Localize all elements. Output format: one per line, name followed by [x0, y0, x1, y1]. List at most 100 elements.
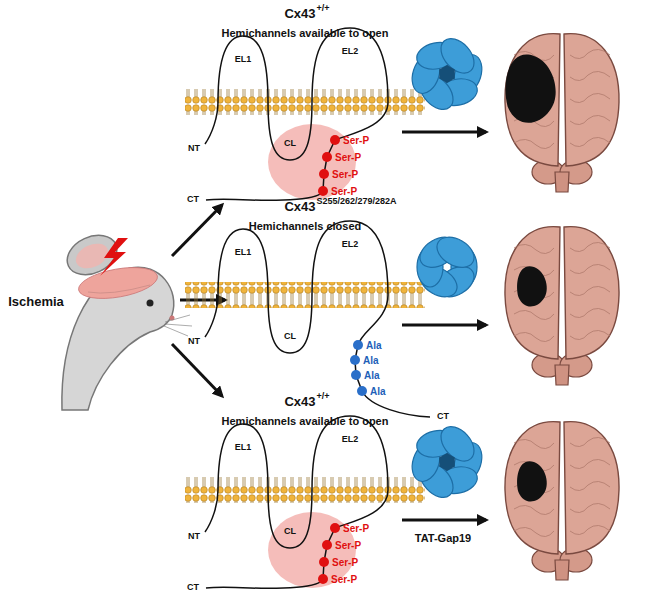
- label: CL: [284, 332, 296, 342]
- brainstem: [555, 365, 569, 385]
- phosphoserine-dot: [322, 540, 332, 550]
- gyrus: [514, 139, 554, 148]
- gyri: [514, 242, 610, 341]
- infarct: [505, 55, 555, 123]
- gyrus: [514, 505, 554, 514]
- label: Ala: [366, 340, 382, 351]
- label: CL: [284, 139, 296, 149]
- label: Ser-P: [331, 186, 357, 197]
- alanine-dot: [357, 386, 367, 396]
- connexon-icon: [415, 231, 480, 303]
- gyrus: [514, 527, 554, 536]
- result-arrow: [402, 324, 486, 327]
- label: NT: [188, 532, 200, 542]
- label: Ala: [364, 370, 380, 381]
- label: EL2: [342, 240, 359, 250]
- gyrus: [514, 439, 554, 448]
- phosphoserine-dot: [330, 135, 340, 145]
- label: Ser-P: [331, 574, 357, 585]
- label: TAT-Gap19: [415, 532, 471, 544]
- gyrus: [570, 71, 610, 80]
- connexin-subunit: [432, 231, 480, 274]
- label: S255/262/279/282A: [317, 197, 397, 207]
- membrane: [185, 477, 425, 503]
- label: NT: [188, 144, 200, 154]
- label: Ser-P: [343, 523, 369, 534]
- brain: [505, 227, 619, 385]
- label: CT: [187, 583, 199, 593]
- hemisphere: [505, 227, 560, 359]
- phosphoserine-dot: [322, 152, 332, 162]
- connexin-topology: [185, 416, 425, 588]
- infarct: [517, 266, 547, 306]
- label: EL2: [342, 47, 359, 57]
- phosphoserine-dot: [318, 186, 328, 196]
- label: Ser-P: [332, 557, 358, 568]
- label: +/+: [317, 392, 330, 402]
- row-title: Cx43: [284, 7, 315, 21]
- gyrus: [570, 93, 610, 102]
- label: CL: [284, 527, 296, 537]
- phosphoserine-dot: [319, 169, 329, 179]
- gyrus: [570, 264, 610, 273]
- brainstem: [555, 172, 569, 192]
- brain: [505, 422, 619, 580]
- connexin-topology: [185, 221, 430, 417]
- label: +/+: [317, 4, 330, 14]
- label: CT: [187, 195, 199, 205]
- label: Ser-P: [343, 135, 369, 146]
- label: CT: [437, 412, 449, 422]
- gyrus: [514, 244, 554, 253]
- gyrus: [570, 115, 610, 124]
- row-subtitle: Hemichannels available to open: [222, 27, 389, 39]
- label: NT: [188, 337, 200, 347]
- gyrus: [570, 481, 610, 490]
- label: Ser-P: [335, 540, 361, 551]
- row-subtitle: Hemichannels closed: [249, 220, 362, 232]
- row-subtitle: Hemichannels available to open: [222, 415, 389, 427]
- hemisphere: [564, 34, 619, 166]
- gyrus: [570, 525, 610, 534]
- result-arrow: [402, 519, 486, 522]
- open-pore: [439, 65, 455, 83]
- hemisphere: [564, 422, 619, 554]
- gyrus: [570, 137, 610, 146]
- label: Ser-P: [332, 169, 358, 180]
- connexin-topology: [185, 28, 425, 200]
- alanine-dot: [351, 370, 361, 380]
- result-arrow: [402, 131, 486, 134]
- lightning: [100, 238, 128, 276]
- membrane: [185, 89, 425, 115]
- label: EL1: [235, 55, 252, 65]
- gyri: [514, 437, 610, 536]
- phosphoserine-dot: [319, 557, 329, 567]
- label: EL2: [342, 435, 359, 445]
- brainstem: [555, 560, 569, 580]
- infarct: [517, 461, 547, 501]
- protein-chain: [205, 416, 388, 588]
- alanine-dot: [353, 340, 363, 350]
- gyrus: [570, 459, 610, 468]
- hemisphere: [564, 227, 619, 359]
- brain: [505, 34, 619, 192]
- row-title: Cx43: [284, 200, 315, 214]
- connexon-icon: [407, 420, 486, 503]
- gyrus: [570, 242, 610, 251]
- gyrus: [570, 286, 610, 295]
- gyrus: [570, 308, 610, 317]
- hemisphere: [505, 422, 560, 554]
- protein-chain: [205, 221, 430, 417]
- label: Ischemia: [8, 295, 64, 309]
- label: Ala: [363, 355, 379, 366]
- label: Ser-P: [335, 152, 361, 163]
- gyrus: [514, 332, 554, 341]
- gyrus: [570, 503, 610, 512]
- label: Ala: [370, 386, 386, 397]
- phosphoserine-dot: [330, 523, 340, 533]
- label: EL1: [235, 248, 252, 258]
- gyrus: [570, 437, 610, 446]
- gyrus: [514, 310, 554, 319]
- connexon-icon: [407, 32, 486, 115]
